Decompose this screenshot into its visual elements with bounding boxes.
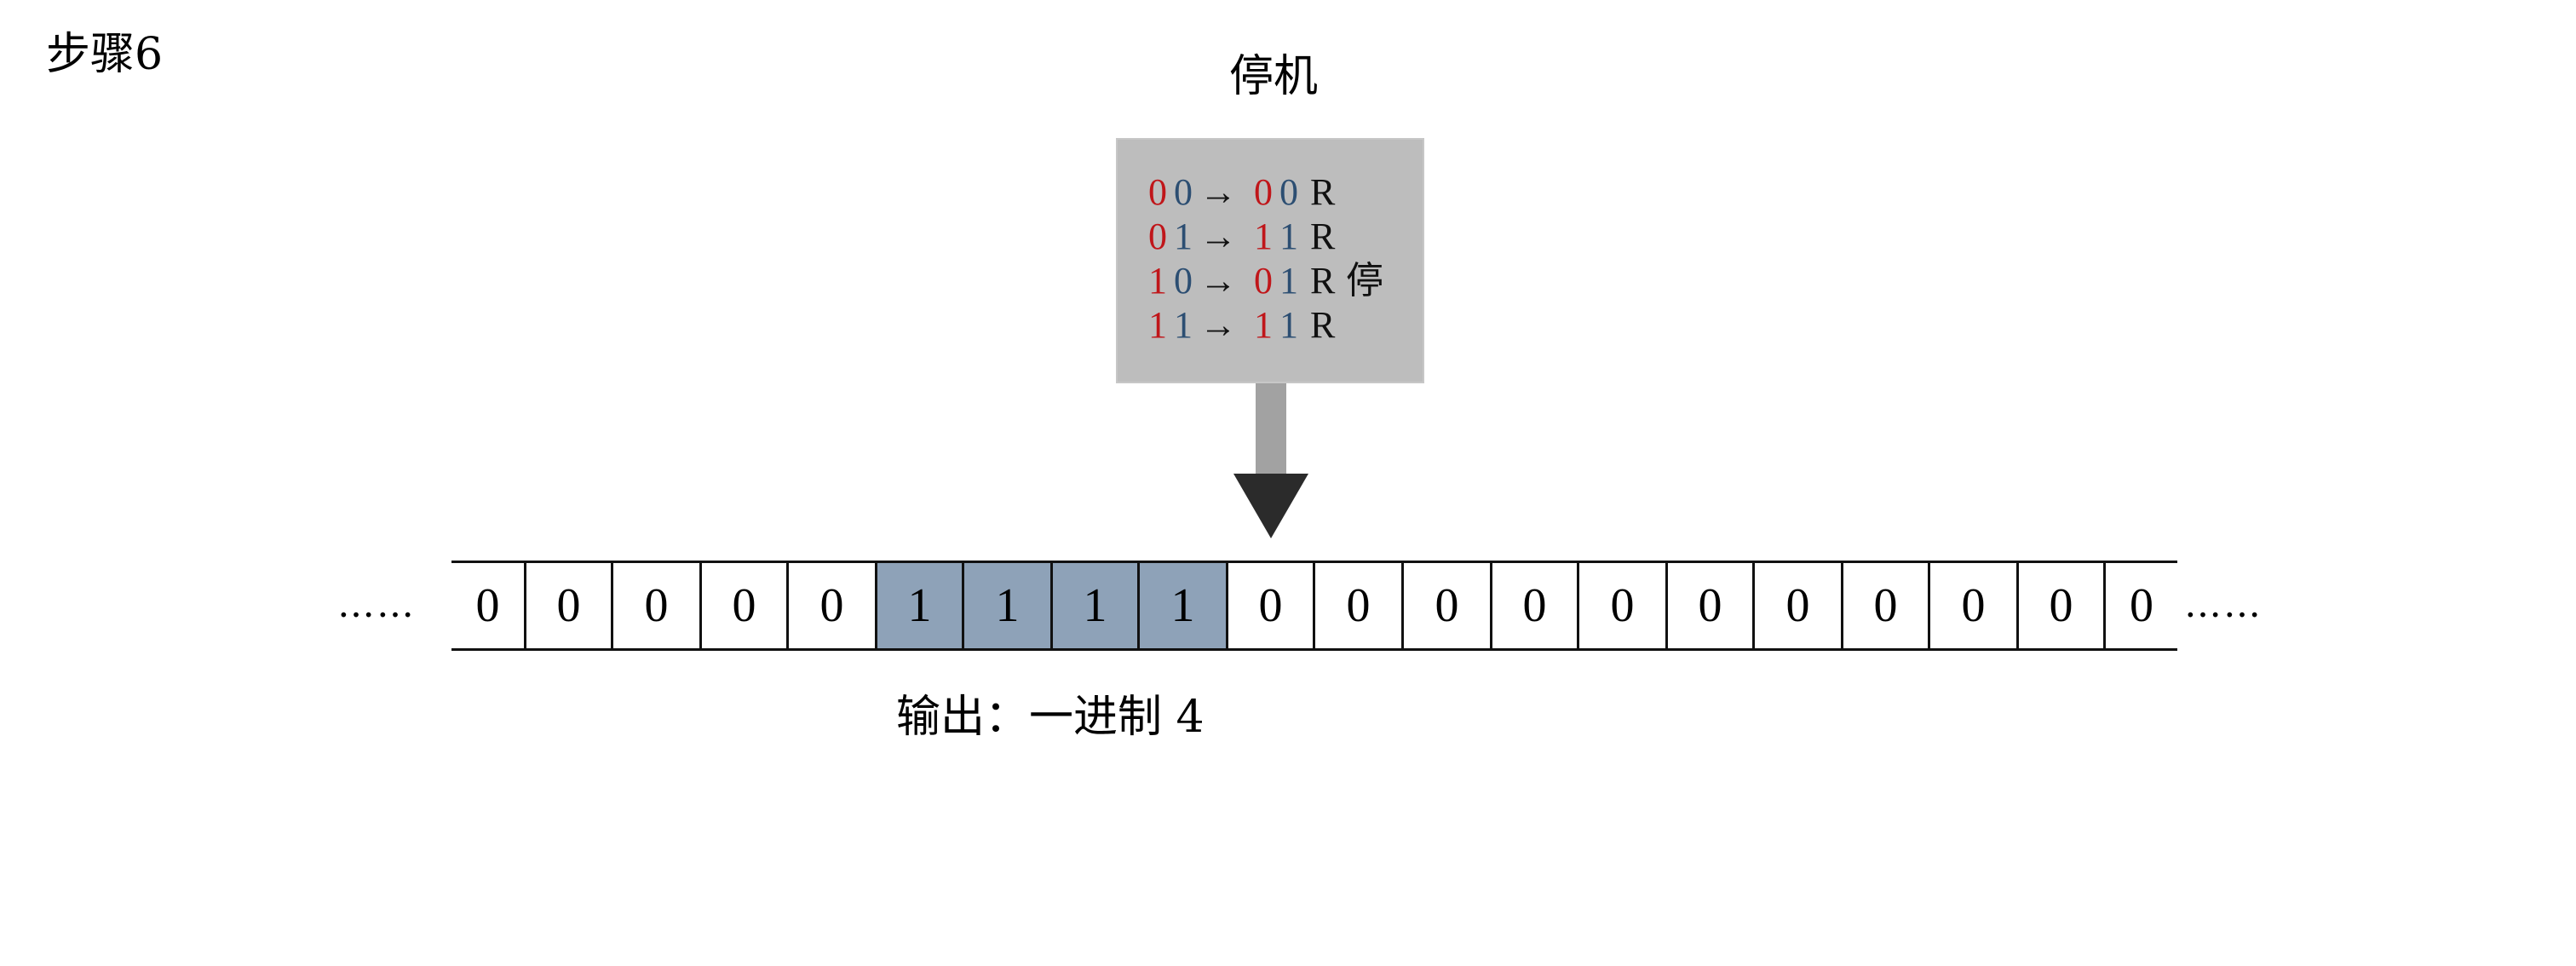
tape-right-ellipsis: …… <box>2184 583 2263 626</box>
machine-state-title: 停机 <box>1228 51 1318 102</box>
tape-cell: 0 <box>451 563 526 648</box>
rule-input-second: 1 <box>1174 216 1193 257</box>
tape-cell: 0 <box>1755 563 1843 648</box>
tape-cell: 0 <box>2019 563 2106 648</box>
rule-arrow: → <box>1199 216 1237 257</box>
rule-arrow: → <box>1199 171 1237 213</box>
tape-cell: 0 <box>789 563 877 648</box>
rule-output-second: 0 <box>1279 171 1298 213</box>
rule-table: 0 0 → 0 0 R 0 1 → 1 1 R 1 0 → 0 1 R 停 1 … <box>1116 138 1424 383</box>
rule-output-second: 1 <box>1279 260 1298 302</box>
tape-cell-highlighted: 1 <box>1140 563 1228 648</box>
tape-cell: 0 <box>1579 563 1668 648</box>
tape-cell: 0 <box>1404 563 1492 648</box>
rule-move: R <box>1310 216 1336 257</box>
tape-cell: 0 <box>2130 579 2153 632</box>
output-label: 输出：一进制 4 <box>896 692 1205 743</box>
tape-cell-highlighted: 1 <box>877 563 964 648</box>
rule-output-second: 1 <box>1279 216 1298 257</box>
rule-input-second: 0 <box>1174 260 1193 302</box>
rule-input-second: 0 <box>1174 171 1193 213</box>
read-head-arrow-icon <box>1233 474 1308 538</box>
tape-cell: 0 <box>1668 563 1755 648</box>
tape-cell: 0 <box>1843 563 1930 648</box>
rule-note: 停 <box>1346 260 1383 302</box>
tape-cell-highlighted: 1 <box>964 563 1053 648</box>
tape-left-ellipsis: …… <box>337 583 416 626</box>
step-label: 步骤6 <box>46 29 164 80</box>
tape-cell: 0 <box>526 563 613 648</box>
rule-output-first: 1 <box>1254 304 1273 346</box>
tape-cell: 0 <box>1492 563 1579 648</box>
rule-input-first: 0 <box>1148 216 1167 257</box>
rule-input-first: 1 <box>1148 260 1167 302</box>
rule-output-first: 1 <box>1254 216 1273 257</box>
rule-input-second: 1 <box>1174 304 1193 346</box>
rule-input-first: 1 <box>1148 304 1167 346</box>
rule-arrow: → <box>1199 304 1237 346</box>
tape-cell: 0 <box>1315 563 1404 648</box>
rule-input-first: 0 <box>1148 171 1167 213</box>
rule-arrow: → <box>1199 260 1237 302</box>
tape-cell: 0 <box>1228 563 1315 648</box>
rule-output-second: 1 <box>1279 304 1298 346</box>
rule-move: R <box>1310 260 1336 302</box>
tape-cell: 0 <box>1930 563 2019 648</box>
rule-output-first: 0 <box>1254 171 1273 213</box>
tape-cell: 0 <box>702 563 789 648</box>
rule-move: R <box>1310 304 1336 346</box>
tape-cell-highlighted: 1 <box>1053 563 1140 648</box>
tape-cell: 0 <box>613 563 702 648</box>
read-head-stem <box>1256 383 1286 477</box>
rule-output-first: 0 <box>1254 260 1273 302</box>
rule-move: R <box>1310 171 1336 213</box>
